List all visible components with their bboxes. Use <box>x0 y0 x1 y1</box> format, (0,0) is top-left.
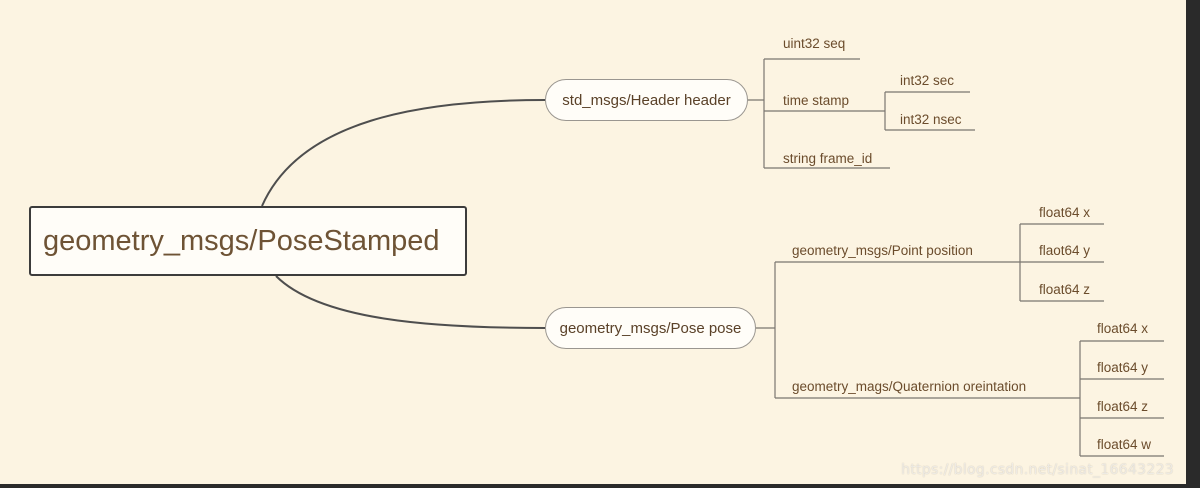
orientation-y-node[interactable]: float64 y <box>1097 360 1149 375</box>
root-to-pose-connector <box>275 275 546 329</box>
position-x-node[interactable]: float64 x <box>1039 205 1091 220</box>
watermark: https://blog.csdn.net/sinat_16643223 <box>901 462 1174 478</box>
sec-node[interactable]: int32 sec <box>900 73 955 88</box>
position-children-connector <box>1019 223 1104 302</box>
time-stamp-node[interactable]: time stamp <box>783 93 850 108</box>
position-y-node[interactable]: flaot64 y <box>1039 243 1091 258</box>
nsec-node[interactable]: int32 nsec <box>900 112 962 127</box>
header-node[interactable]: std_msgs/Header header <box>545 79 748 121</box>
position-node[interactable]: geometry_msgs/Point position <box>792 243 973 258</box>
orientation-w-node[interactable]: float64 w <box>1097 437 1152 452</box>
seq-node[interactable]: uint32 seq <box>783 36 846 51</box>
root-node[interactable]: geometry_msgs/PoseStamped <box>29 206 467 276</box>
root-to-header-connector <box>261 99 546 207</box>
orientation-node[interactable]: geometry_mags/Quaternion oreintation <box>792 379 1027 394</box>
orientation-x-node[interactable]: float64 x <box>1097 321 1149 336</box>
header-node-label: std_msgs/Header header <box>562 91 731 109</box>
orientation-z-node[interactable]: float64 z <box>1097 399 1149 414</box>
pose-node[interactable]: geometry_msgs/Pose pose <box>545 307 756 349</box>
frame-id-node[interactable]: string frame_id <box>783 151 873 166</box>
root-node-label: geometry_msgs/PoseStamped <box>43 224 440 257</box>
pose-node-label: geometry_msgs/Pose pose <box>559 319 742 337</box>
orientation-children-connector <box>1079 340 1164 457</box>
pose-branch-connector <box>756 261 1080 399</box>
timestamp-branch-connector <box>884 91 975 131</box>
header-branch-connector <box>748 58 890 169</box>
position-z-node[interactable]: float64 z <box>1039 282 1091 297</box>
